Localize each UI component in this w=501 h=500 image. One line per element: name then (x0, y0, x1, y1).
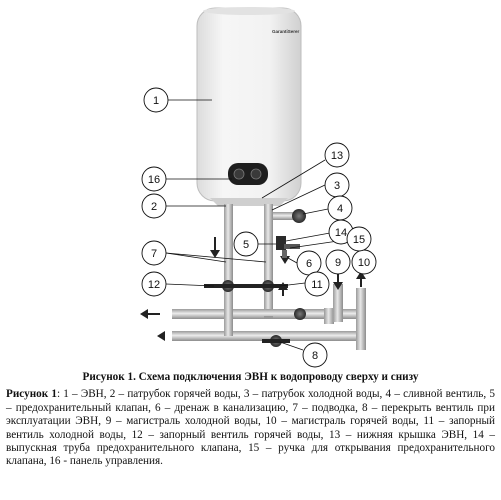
hot-main-riser (356, 288, 366, 350)
bypass-valve (262, 335, 290, 347)
cold-shutoff-valve (248, 280, 288, 292)
svg-text:16: 16 (148, 174, 160, 186)
left-arrow-icon-2 (157, 331, 165, 341)
figure-title: Рисунок 1. Схема подключения ЭВН к водоп… (82, 371, 419, 383)
callout-8: 8 (302, 342, 328, 368)
legend-text: : 1 – ЭВН, 2 – патрубок горячей воды, 3 … (6, 388, 495, 468)
bottom-cover (210, 198, 288, 206)
svg-text:1: 1 (153, 95, 159, 107)
svg-text:4: 4 (337, 203, 343, 215)
svg-text:9: 9 (335, 257, 341, 269)
svg-text:10: 10 (358, 257, 370, 269)
brand-logo: GarantiSerer (272, 29, 300, 34)
callout-16: 16 (141, 166, 167, 192)
connection-diagram: GarantiSerer (140, 7, 377, 368)
svg-text:7: 7 (151, 248, 157, 260)
callout-2: 2 (141, 193, 167, 219)
callout-10: 10 (351, 249, 377, 275)
svg-text:12: 12 (148, 279, 160, 291)
svg-text:11: 11 (311, 279, 322, 291)
control-panel (228, 163, 268, 185)
callout-11: 11 (304, 271, 330, 297)
legend-lead: Рисунок 1 (6, 388, 57, 401)
callout-5: 5 (233, 231, 259, 257)
svg-text:14: 14 (335, 227, 347, 239)
callout-15: 15 (346, 226, 372, 252)
supply-line (224, 290, 273, 336)
cold-main-riser (333, 284, 343, 322)
water-heater-tank: GarantiSerer (196, 7, 302, 202)
callout-7: 7 (141, 240, 167, 266)
cold-water-main (172, 308, 360, 324)
svg-text:15: 15 (353, 234, 365, 246)
svg-text:6: 6 (306, 258, 312, 270)
cold-line-valve (294, 308, 306, 320)
svg-text:3: 3 (334, 180, 340, 192)
callout-3: 3 (324, 172, 350, 198)
figure-caption: Рисунок 1. Схема подключения ЭВН к водоп… (6, 371, 495, 469)
svg-text:5: 5 (243, 239, 249, 251)
cold-water-nozzle-pipe (264, 204, 273, 316)
svg-text:8: 8 (312, 350, 318, 362)
callout-4: 4 (327, 195, 353, 221)
callout-1: 1 (143, 87, 169, 113)
safety-valve-assembly (273, 209, 306, 264)
callout-12: 12 (141, 271, 167, 297)
figure-legend: Рисунок 1: 1 – ЭВН, 2 – патрубок горячей… (6, 388, 495, 468)
callout-13: 13 (324, 142, 350, 168)
hot-shutoff-valve (204, 280, 252, 292)
svg-text:2: 2 (151, 201, 157, 213)
hot-water-nozzle-pipe (224, 204, 233, 290)
hot-water-main (172, 331, 366, 341)
svg-text:13: 13 (331, 150, 343, 162)
callout-6: 6 (296, 250, 322, 276)
callout-9: 9 (325, 249, 351, 275)
